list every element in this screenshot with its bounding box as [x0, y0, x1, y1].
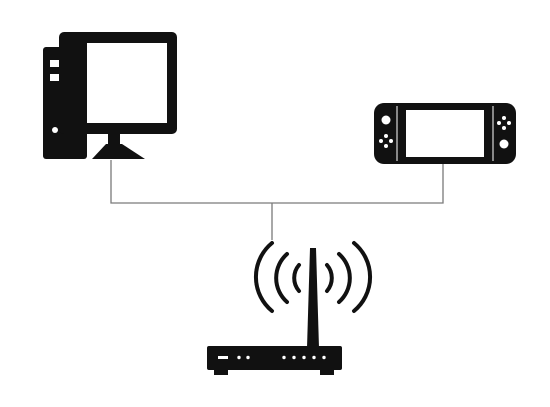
signal-arc-right-inner	[325, 263, 334, 293]
console-dpad-down	[384, 144, 388, 148]
console-right-stick	[499, 139, 509, 149]
console-button-b	[502, 126, 506, 130]
router-light	[322, 355, 326, 360]
signal-arc-left-inner	[292, 263, 301, 293]
console-dpad-left	[379, 139, 383, 143]
router-light-wide	[218, 356, 228, 359]
router-light	[302, 355, 306, 360]
console-button-a	[507, 121, 511, 125]
router-light	[237, 355, 241, 360]
console-screen	[406, 110, 484, 157]
router-foot-right	[320, 369, 334, 375]
signal-arc-left-outer	[254, 241, 274, 313]
signal-arc-right-middle	[337, 252, 352, 304]
router-status-lights	[218, 355, 326, 360]
router-foot-left	[214, 369, 228, 375]
connection-lines	[110, 160, 444, 240]
signal-arc-left-middle	[274, 252, 289, 304]
console-dpad-right	[389, 139, 393, 143]
router-antenna	[307, 248, 319, 348]
console-button-y	[497, 121, 501, 125]
pc-monitor-screen	[87, 43, 167, 123]
console-dpad-up	[384, 134, 388, 138]
router-body	[207, 346, 342, 370]
router-light	[312, 355, 316, 360]
pc-monitor-base	[92, 144, 145, 159]
pc-power-button	[52, 127, 58, 133]
signal-arc-right-outer	[352, 241, 372, 313]
console-button-x	[502, 116, 506, 120]
router-light	[246, 355, 250, 360]
console-left-stick	[381, 115, 391, 125]
wifi-signal-waves	[254, 241, 372, 313]
pc-monitor-neck	[108, 134, 120, 144]
handheld-game-console-icon	[374, 103, 516, 164]
link-pc-to-router	[110, 160, 444, 204]
desktop-computer-icon	[43, 32, 177, 159]
router-light	[282, 355, 286, 360]
router-light	[292, 355, 296, 360]
wifi-router-icon	[207, 241, 372, 375]
